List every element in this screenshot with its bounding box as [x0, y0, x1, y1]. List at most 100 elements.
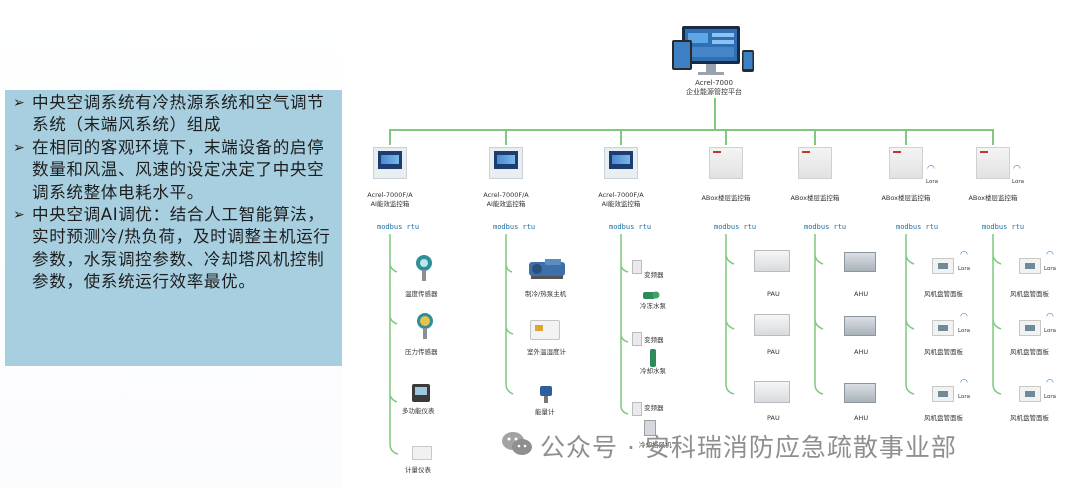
lora-label: Lora [958, 394, 970, 400]
lora-label: Lora [958, 328, 970, 334]
pau-unit-icon [754, 381, 790, 403]
energy-meter-icon [538, 384, 554, 404]
device-label: 变频器 [644, 271, 664, 279]
abox-name: ABox楼层监控箱 [790, 194, 840, 202]
pau-unit-icon [754, 250, 790, 272]
lora-label: Lora [1044, 266, 1056, 272]
lora-label: Lora [1012, 179, 1024, 185]
bullet-text: 中央空调系统有冷热源系统和空气调节系统（末端风系统）组成 [32, 93, 325, 135]
bus-drop [389, 129, 391, 145]
fan-coil-panel-icon [932, 258, 954, 274]
bus-drop [992, 129, 994, 145]
wireless-icon: ◠ [1046, 378, 1054, 388]
bullet-3: ➢ 中央空调AI调优：结合人工智能算法，实时预测冷/热负荷，及时调整主机运行参数… [12, 204, 338, 294]
lora-label: Lora [1044, 328, 1056, 334]
outdoor-hygrometer-icon [530, 320, 560, 340]
device-label: 能量计 [535, 408, 555, 416]
protocol-label: modbus rtu [896, 223, 939, 231]
pump-icon [648, 348, 658, 368]
main-bus-line [389, 129, 994, 131]
wireless-icon: ◠ [927, 164, 935, 174]
multifunction-meter-icon [412, 384, 430, 402]
device-label: 冷冻水泵 [640, 302, 666, 310]
protocol-label: modbus rtu [609, 223, 652, 231]
device-label: 冷却塔风机 [639, 441, 672, 449]
bullet-arrow-icon: ➢ [13, 207, 26, 224]
temperature-sensor-icon [414, 254, 434, 282]
protocol-label: modbus rtu [377, 223, 420, 231]
device-label: PAU [767, 414, 780, 422]
platform-subtitle: 企业能源管控平台 [686, 88, 742, 96]
controller-name: AI能效监控箱 [601, 200, 641, 208]
controller-model: Acrel-7000F/A [367, 191, 413, 199]
abox-name: ABox楼层监控箱 [968, 194, 1018, 202]
ahu-unit-icon [844, 252, 876, 272]
ahu-unit-icon [844, 316, 876, 336]
inverter-icon [632, 402, 642, 416]
device-label: 变频器 [644, 404, 664, 412]
abox-controller-box [889, 147, 923, 179]
ai-controller-box [604, 147, 638, 179]
wechat-icon [502, 432, 532, 455]
protocol-label: modbus rtu [982, 223, 1025, 231]
lora-label: Lora [958, 266, 970, 272]
abox-name: ABox楼层监控箱 [881, 194, 931, 202]
device-label: AHU [854, 348, 869, 356]
abox-controller-box [976, 147, 1010, 179]
bullet-1: ➢ 中央空调系统有冷热源系统和空气调节系统（末端风系统）组成 [12, 92, 338, 137]
device-label: 风机盘管面板 [1010, 290, 1049, 298]
pau-unit-icon [754, 314, 790, 336]
wireless-icon: ◠ [960, 378, 968, 388]
device-label: 室外温湿度计 [527, 348, 566, 356]
wireless-icon: ◠ [1013, 164, 1021, 174]
metering-instrument-icon [412, 446, 432, 460]
wireless-icon: ◠ [960, 312, 968, 322]
bus-drop [505, 129, 507, 145]
device-label: AHU [854, 290, 869, 298]
system-architecture-diagram: Acrel-7000 企业能源管控平台 Acrel-7000F/A AI能效监控… [342, 14, 1080, 488]
fan-coil-panel-icon [932, 320, 954, 336]
device-label: 风机盘管面板 [1010, 414, 1049, 422]
pump-icon [642, 286, 660, 299]
ahu-unit-icon [844, 383, 876, 403]
bus-drop [814, 129, 816, 145]
inverter-icon [632, 332, 642, 346]
lora-label: Lora [1044, 394, 1056, 400]
watermark-text: 公众号 · 安科瑞消防应急疏散事业部 [540, 433, 957, 462]
device-label: 风机盘管面板 [924, 290, 963, 298]
device-label: 冷却水泵 [640, 367, 666, 375]
fan-coil-panel-icon [1019, 258, 1041, 274]
bus-drop [620, 129, 622, 145]
device-label: PAU [767, 290, 780, 298]
wireless-icon: ◠ [960, 250, 968, 260]
cooling-tower-fan-icon [644, 420, 656, 436]
device-label: 风机盘管面板 [924, 348, 963, 356]
bus-drop [725, 129, 727, 145]
device-label: 变频器 [644, 336, 664, 344]
abox-name: ABox楼层监控箱 [701, 194, 751, 202]
lora-label: Lora [926, 179, 938, 185]
wireless-icon: ◠ [1046, 250, 1054, 260]
bullet-2: ➢ 在相同的客观环境下，末端设备的启停数量和风温、风速的设定决定了中央空调系统整… [12, 137, 338, 204]
abox-controller-box [709, 147, 743, 179]
inverter-icon [632, 260, 642, 274]
fan-coil-panel-icon [1019, 386, 1041, 402]
device-label: 多功能仪表 [402, 407, 435, 415]
controller-name: AI能效监控箱 [370, 200, 410, 208]
device-label: 压力传感器 [405, 348, 438, 356]
platform-name: Acrel-7000 [695, 79, 733, 87]
chiller-unit-icon [527, 256, 567, 280]
protocol-label: modbus rtu [493, 223, 536, 231]
controller-model: Acrel-7000F/A [483, 191, 529, 199]
bullet-text: 中央空调AI调优：结合人工智能算法，实时预测冷/热负荷，及时调整主机运行参数，水… [32, 205, 331, 292]
device-label: 制冷/热泵主机 [525, 290, 567, 298]
pressure-sensor-icon [415, 312, 435, 340]
controller-model: Acrel-7000F/A [598, 191, 644, 199]
device-label: 计量仪表 [405, 466, 431, 474]
bullet-arrow-icon: ➢ [13, 139, 26, 156]
device-label: PAU [767, 348, 780, 356]
bullet-arrow-icon: ➢ [13, 95, 26, 111]
ai-controller-box [373, 147, 407, 179]
protocol-label: modbus rtu [714, 223, 757, 231]
bullet-text: 在相同的客观环境下，末端设备的启停数量和风温、风速的设定决定了中央空调系统整体电… [32, 137, 325, 202]
